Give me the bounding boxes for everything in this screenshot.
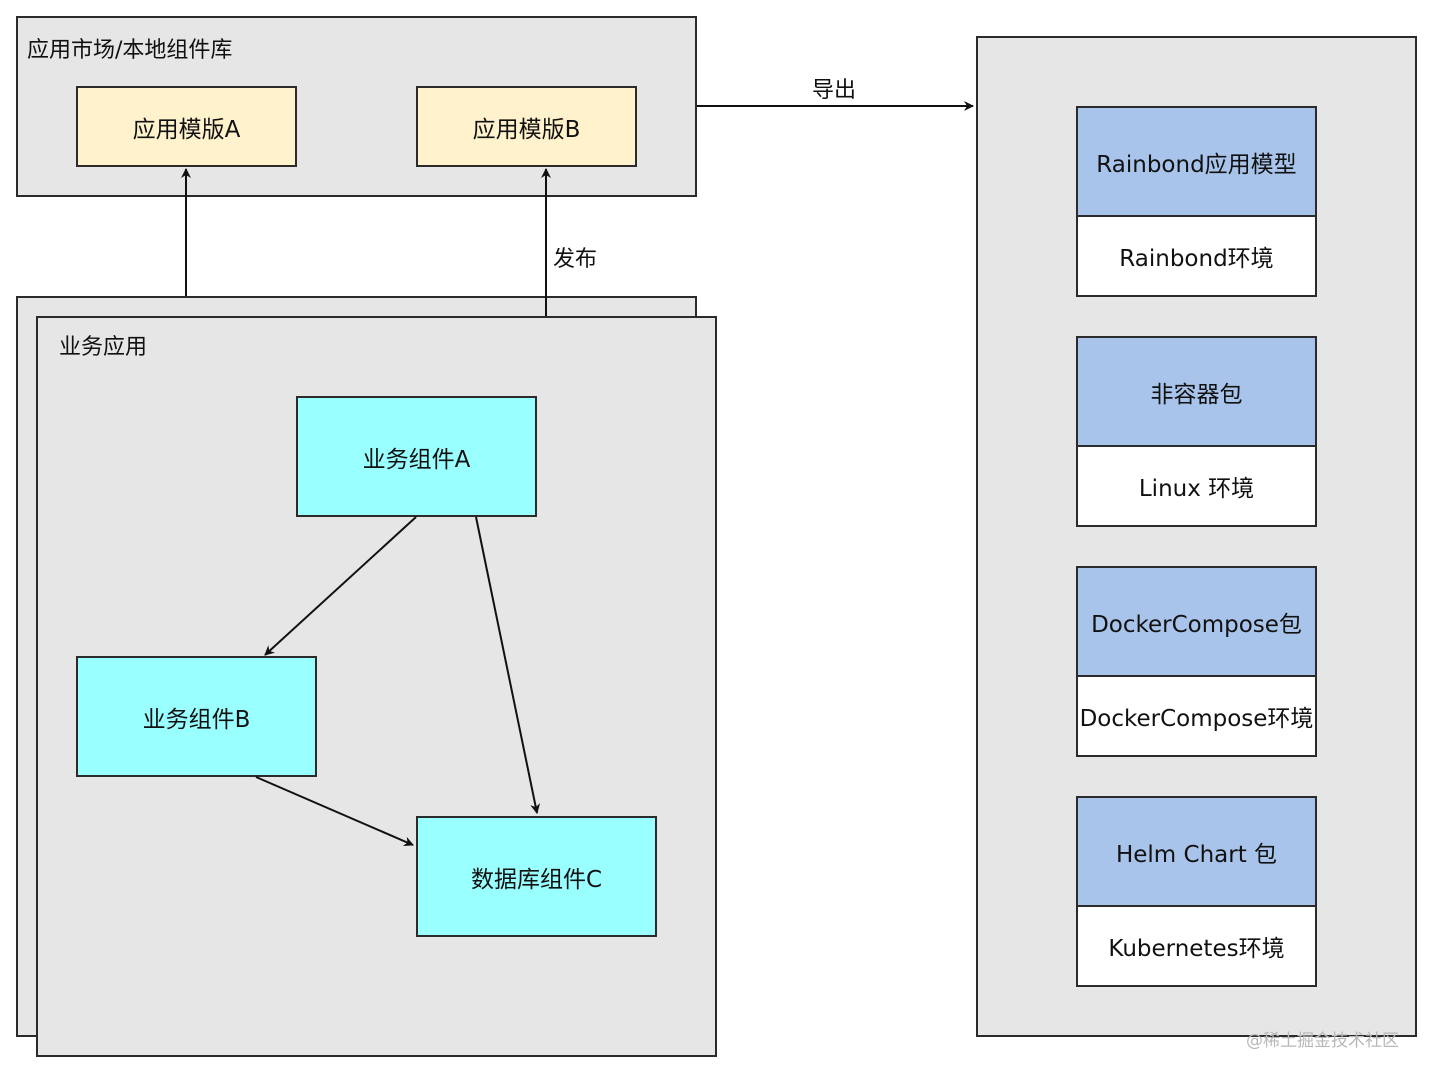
- export-label: 导出: [812, 78, 857, 103]
- database-component-c[interactable]: 数据库组件C: [416, 816, 657, 937]
- publish-label: 发布: [553, 247, 598, 272]
- app-template-b[interactable]: 应用模版B: [416, 86, 637, 167]
- app-template-a[interactable]: 应用模版A: [76, 86, 297, 167]
- dependency-arrow-b-to-c: [255, 776, 414, 847]
- package-helm-chart[interactable]: Helm Chart 包: [1076, 796, 1317, 907]
- environment-docker-compose[interactable]: DockerCompose环境: [1076, 675, 1317, 757]
- package-non-container[interactable]: 非容器包: [1076, 336, 1317, 447]
- app-market-title: 应用市场/本地组件库: [27, 38, 233, 63]
- dependency-arrow-a-to-b: [264, 516, 417, 656]
- dependency-arrow-a-to-c: [475, 516, 541, 814]
- package-rainbond[interactable]: Rainbond应用模型: [1076, 106, 1317, 217]
- package-docker-compose[interactable]: DockerCompose包: [1076, 566, 1317, 677]
- environment-linux[interactable]: Linux 环境: [1076, 445, 1317, 527]
- environment-rainbond[interactable]: Rainbond环境: [1076, 215, 1317, 297]
- business-app-title: 业务应用: [59, 335, 148, 360]
- business-component-b[interactable]: 业务组件B: [76, 656, 317, 777]
- business-component-a[interactable]: 业务组件A: [296, 396, 537, 517]
- watermark: @稀土掘金技术社区: [1246, 1031, 1399, 1051]
- environment-kubernetes[interactable]: Kubernetes环境: [1076, 905, 1317, 987]
